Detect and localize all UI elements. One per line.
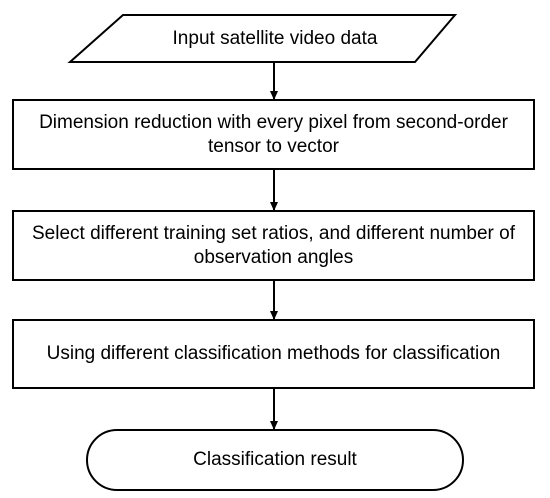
result-node-label: Classification result <box>193 449 357 471</box>
reduce-node-label: Dimension reduction with every pixel fro… <box>39 111 508 157</box>
classify-node-shape <box>12 319 535 389</box>
input-node-label: Input satellite video data <box>172 28 378 50</box>
result-node-shape <box>86 429 464 491</box>
input-node-shape <box>67 14 458 63</box>
select-node-label: Select different training set ratios, an… <box>31 222 516 268</box>
classify-node-label: Using different classification methods f… <box>46 343 501 365</box>
reduce-node-shape <box>12 99 535 170</box>
